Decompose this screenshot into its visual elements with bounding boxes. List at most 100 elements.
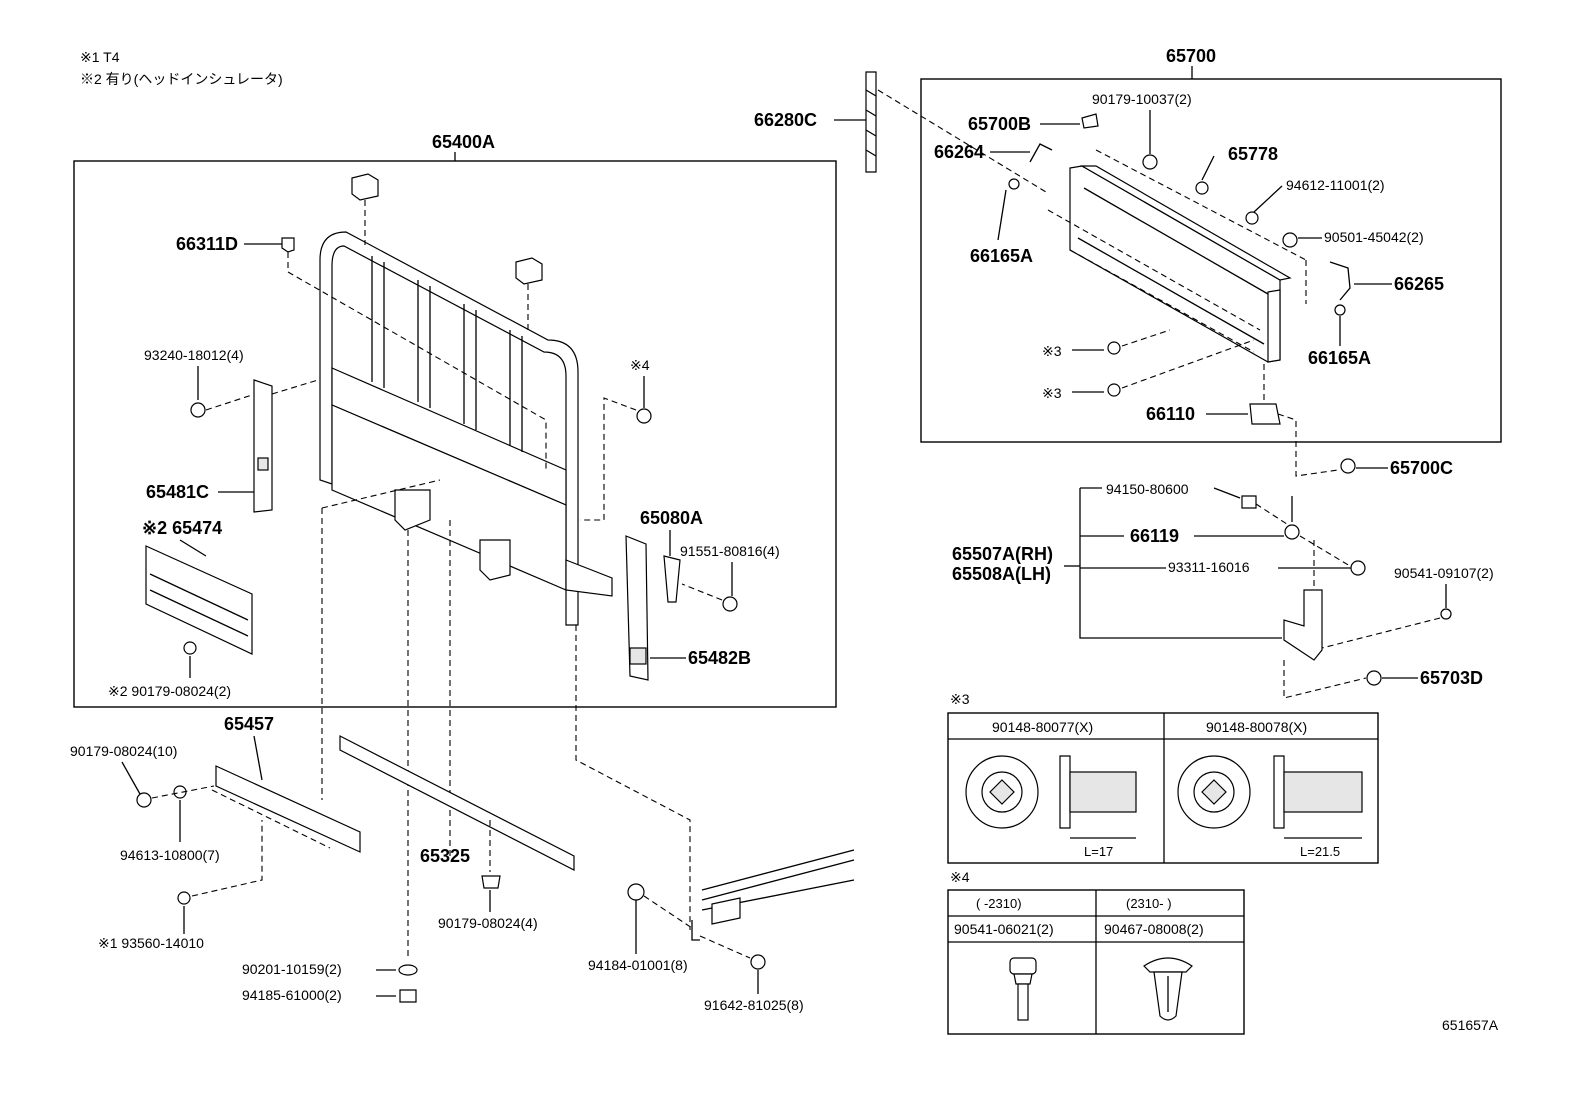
nut-90179-10037 (1142, 154, 1158, 170)
label-mark4: ※4 (630, 357, 650, 373)
table4-range2: (2310- ) (1126, 896, 1172, 911)
label-66311D: 66311D (176, 234, 238, 254)
label-65474: ※2 65474 (142, 518, 222, 538)
screw-mark3-b (1107, 383, 1121, 397)
bolt-91642-81025 (750, 954, 766, 970)
washer-94612-11001 (1245, 211, 1259, 225)
table4-col2-header: 90467-08008(2) (1104, 921, 1204, 937)
bolt-65700C (1340, 458, 1356, 474)
table3 (947, 712, 1379, 864)
rail-65325 (339, 735, 575, 871)
part-66311D (281, 237, 295, 253)
note-2: ※2 有り(ヘッドインシュレータ) (80, 71, 283, 87)
label-65325: 65325 (420, 846, 470, 866)
cap-66165A-a (1008, 178, 1020, 190)
hinge-bracket-65507A (1283, 589, 1323, 661)
bracket-group-line (1079, 488, 1282, 639)
label-65400A: 65400A (432, 132, 495, 152)
label-91551-80816: 91551-80816(4) (680, 543, 780, 559)
clip-top-right (515, 257, 543, 285)
spring-90501-45042 (1282, 232, 1298, 248)
table3-col1-header: 90148-80077(X) (992, 719, 1093, 735)
label-65703D: 65703D (1420, 668, 1483, 688)
label-65457: 65457 (224, 714, 274, 734)
bolt-93240-18012 (190, 402, 206, 418)
bolt-93560-14010 (177, 891, 191, 905)
rod-66265 (1329, 261, 1351, 301)
table3-len2: L=21.5 (1300, 844, 1340, 859)
label-65700B: 65700B (968, 114, 1031, 134)
clip-top-left (351, 173, 379, 201)
nut-94150-80600 (1241, 495, 1257, 509)
label-65508A: 65508A(LH) (952, 564, 1051, 584)
table3-len1: L=17 (1084, 844, 1113, 859)
pin-66119 (1284, 524, 1300, 540)
headboard-frame (319, 231, 613, 626)
bushing-94184-01001 (627, 883, 645, 901)
label-65700C: 65700C (1390, 458, 1453, 478)
bracket-65481C (253, 379, 273, 513)
bolt-91551-80816 (722, 596, 738, 612)
label-mark3-b: ※3 (1042, 385, 1062, 401)
label-66119: 66119 (1130, 526, 1179, 546)
clip-mark4 (636, 408, 652, 424)
label-94613-10800: 94613-10800(7) (120, 847, 220, 863)
label-65080A: 65080A (640, 508, 703, 528)
clip-icon-90541-06021 (1009, 957, 1037, 1021)
washer-94613-10800 (173, 785, 187, 799)
washer-90201-10159 (398, 964, 418, 976)
label-90201-10159: 90201-10159(2) (242, 961, 342, 977)
bolt-93311-16016 (1350, 560, 1366, 576)
label-66110: 66110 (1146, 404, 1195, 424)
label-65481C: 65481C (146, 482, 209, 502)
label-65507A: 65507A(RH) (952, 544, 1053, 564)
table3-mark: ※3 (950, 691, 970, 707)
clip-65700B (1081, 113, 1099, 129)
label-90179-08024-10: 90179-08024(10) (70, 743, 177, 759)
screw-90541-09107 (1440, 608, 1452, 620)
label-65700: 65700 (1166, 46, 1216, 66)
bracket-65482B (625, 535, 649, 681)
label-93560-14010: ※1 93560-14010 (98, 935, 204, 951)
label-65778: 65778 (1228, 144, 1278, 164)
plate-65474 (145, 545, 253, 655)
table4-col1-header: 90541-06021(2) (954, 921, 1054, 937)
table4-range1: ( -2310) (976, 896, 1022, 911)
label-91642-81025: 91642-81025(8) (704, 997, 804, 1013)
label-65482B: 65482B (688, 648, 751, 668)
label-mark3-a: ※3 (1042, 343, 1062, 359)
bolt-65703D (1366, 670, 1382, 686)
tailgate-panel (1069, 165, 1292, 363)
label-94612-11001: 94612-11001(2) (1286, 177, 1385, 193)
label-66265: 66265 (1394, 274, 1444, 294)
bolt-90179-08024-a (183, 641, 197, 655)
label-93311-16016: 93311-16016 (1168, 559, 1250, 575)
label-66280C: 66280C (754, 110, 817, 130)
hinge-66110 (1249, 403, 1281, 425)
table4-mark: ※4 (950, 869, 970, 885)
washer-65778 (1195, 181, 1209, 195)
label-90179-10037: 90179-10037(2) (1092, 91, 1192, 107)
label-66264: 66264 (934, 142, 984, 162)
bolt-90179-08024-10 (136, 792, 152, 808)
label-93240-18012: 93240-18012(4) (144, 347, 244, 363)
label-66165A-a: 66165A (970, 246, 1033, 266)
assembly-box-65700 (920, 78, 1502, 443)
screw-icon-80077 (965, 755, 1137, 839)
rod-66264 (1029, 143, 1053, 163)
label-90541-09107: 90541-09107(2) (1394, 565, 1494, 581)
label-90179-08024-2: ※2 90179-08024(2) (108, 683, 231, 699)
table3-col2-header: 90148-80078(X) (1206, 719, 1307, 735)
label-94150-80600: 94150-80600 (1106, 481, 1189, 497)
label-94184-01001: 94184-01001(8) (588, 957, 688, 973)
label-90501-45042: 90501-45042(2) (1324, 229, 1424, 245)
truck-frame-rail (691, 849, 855, 941)
label-94185-61000: 94185-61000(2) (242, 987, 342, 1003)
rail-65457 (215, 765, 361, 853)
chain-66280C (865, 71, 877, 173)
nut-90179-08024-4 (481, 875, 501, 889)
label-90179-08024-4: 90179-08024(4) (438, 915, 538, 931)
screw-mark3-a (1107, 341, 1121, 355)
label-66165A-b: 66165A (1308, 348, 1371, 368)
